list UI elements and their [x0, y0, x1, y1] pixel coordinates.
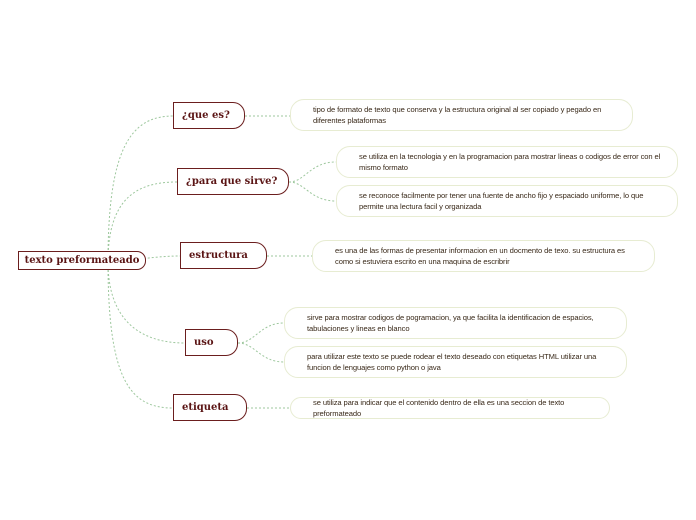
connector-root-uso [107, 261, 186, 344]
connector-root-que-es [107, 115, 174, 263]
branch-que-es[interactable]: ¿que es? [173, 102, 245, 129]
leaf-etiqueta-description-text: se utiliza para indicar que el contenido… [313, 398, 565, 418]
root-node-label: texto preformateado [24, 255, 140, 266]
branch-uso-label: uso [194, 337, 214, 348]
branch-etiqueta-label: etiqueta [182, 402, 229, 413]
leaf-estructura-description[interactable]: es una de las formas de presentar inform… [312, 240, 655, 272]
leaf-para-que-sirve-use[interactable]: se utiliza en la tecnologia y en la prog… [336, 146, 678, 178]
branch-que-es-label: ¿que es? [182, 110, 230, 121]
connector-root-para-que-sirve [107, 181, 178, 263]
leaf-para-que-sirve-recognition[interactable]: se reconoce facilmente por tener una fue… [336, 185, 678, 217]
branch-etiqueta[interactable]: etiqueta [173, 394, 247, 421]
connector-para-que-sirve-leaf-2 [288, 181, 337, 202]
leaf-uso-html-text: para utilizar este texto se puede rodear… [307, 352, 597, 372]
connector-uso-leaf-1 [237, 322, 285, 344]
leaf-que-es-definition-text: tipo de formato de texto que conserva y … [313, 105, 602, 125]
leaf-uso-codes-text: sirve para mostrar codigos de pogramacio… [307, 313, 594, 333]
leaf-uso-codes[interactable]: sirve para mostrar codigos de pogramacio… [284, 307, 627, 339]
branch-uso[interactable]: uso [185, 329, 238, 356]
connector-para-que-sirve-leaf-1 [288, 161, 337, 183]
branch-estructura-label: estructura [189, 250, 248, 261]
branch-para-que-sirve[interactable]: ¿para que sirve? [177, 168, 289, 195]
leaf-etiqueta-description[interactable]: se utiliza para indicar que el contenido… [290, 397, 610, 419]
connector-root-etiqueta [107, 261, 174, 409]
leaf-que-es-definition[interactable]: tipo de formato de texto que conserva y … [290, 99, 633, 131]
connector-uso-leaf-2 [237, 342, 285, 363]
branch-para-que-sirve-label: ¿para que sirve? [186, 176, 278, 187]
leaf-estructura-description-text: es una de las formas de presentar inform… [335, 246, 625, 266]
leaf-para-que-sirve-recognition-text: se reconoce facilmente por tener una fue… [359, 191, 644, 211]
branch-estructura[interactable]: estructura [180, 242, 267, 269]
root-node[interactable]: texto preformateado [18, 251, 146, 270]
leaf-para-que-sirve-use-text: se utiliza en la tecnologia y en la prog… [359, 152, 661, 172]
leaf-uso-html[interactable]: para utilizar este texto se puede rodear… [284, 346, 627, 378]
